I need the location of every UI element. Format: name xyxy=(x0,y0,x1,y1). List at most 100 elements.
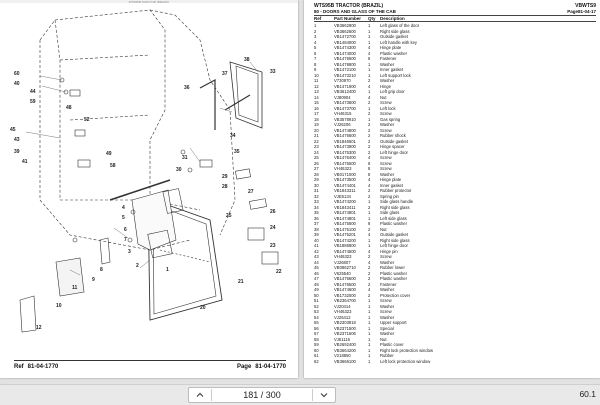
cell-qty: 4 xyxy=(368,232,371,237)
cell-description: Left hinge door xyxy=(380,243,408,248)
cell-part-number: VB3664200 xyxy=(334,347,356,353)
cell-part-number: VB3612400 xyxy=(334,89,356,94)
cell-description: Screw xyxy=(380,298,392,303)
cell-part-number: VH46323 xyxy=(334,166,352,171)
cell-description: Hinge spacer xyxy=(380,144,405,149)
cell-qty: 1 xyxy=(368,298,371,303)
cell-description: Outside gasket xyxy=(380,232,408,237)
cell-ref: 29 xyxy=(314,177,319,182)
cell-ref: 15 xyxy=(314,100,319,105)
callout-label: 8 xyxy=(100,267,103,273)
cell-ref: 9 xyxy=(314,67,317,72)
cell-description: Washer xyxy=(380,61,395,67)
cell-description: Rubber protector xyxy=(380,188,412,193)
cell-description: Washer xyxy=(380,122,395,127)
cell-ref: 32 xyxy=(314,193,319,199)
ref-label: Ref xyxy=(14,364,24,370)
cell-qty: 1 xyxy=(368,342,371,347)
cell-qty: 2 xyxy=(368,138,371,144)
cell-description: Left support lock xyxy=(380,72,411,78)
cell-description: Nut xyxy=(380,336,387,342)
cell-description: Plastic washer xyxy=(380,276,407,281)
cell-ref: 53 xyxy=(314,309,319,314)
col-part-number: Part Number xyxy=(334,16,362,21)
cell-description: Protection cover xyxy=(380,292,411,298)
cell-qty: 1 xyxy=(368,28,371,34)
cell-ref: 60 xyxy=(314,347,319,353)
cell-qty: 4 xyxy=(368,182,371,188)
zoom-level[interactable]: 60.1 xyxy=(579,389,596,399)
cell-description: Hinge plate xyxy=(380,177,402,182)
cell-qty: 1 xyxy=(368,243,371,248)
cell-description: Gas spring xyxy=(380,116,401,122)
cell-description: Plastic cover xyxy=(380,342,404,347)
cell-part-number: VB0171000 xyxy=(334,171,356,177)
callout-label: 29 xyxy=(222,174,228,180)
cell-ref: 34 xyxy=(314,204,319,210)
cell-description: Right side glass xyxy=(380,237,410,243)
cell-qty: 2 xyxy=(368,276,371,281)
callout-label: 60 xyxy=(14,71,20,77)
callout-label: 28 xyxy=(222,184,228,190)
cell-qty: 2 xyxy=(368,281,371,287)
cell-description: Outside gasket xyxy=(380,138,408,144)
cell-qty: 1 xyxy=(368,105,371,111)
cell-qty: 1 xyxy=(368,320,371,325)
cell-ref: 28 xyxy=(314,171,319,177)
cell-qty: 2 xyxy=(368,127,371,133)
cell-description: Rubber shock xyxy=(380,133,406,138)
cell-qty: 1 xyxy=(368,34,371,39)
cell-ref: 17 xyxy=(314,111,319,116)
callout-label: 58 xyxy=(110,163,116,169)
callout-label: 43 xyxy=(14,137,20,143)
cell-qty: 1 xyxy=(368,23,371,28)
cell-ref: 33 xyxy=(314,199,319,204)
prev-page-button[interactable] xyxy=(189,388,211,402)
cell-part-number: VB1471900 xyxy=(334,83,356,89)
callout-label: 33 xyxy=(270,69,276,75)
section-page: Page81-04-17 xyxy=(567,9,596,14)
cell-part-number: VB1476500 xyxy=(334,281,356,287)
callout-label: 11 xyxy=(72,285,78,291)
cell-ref: 19 xyxy=(314,122,319,127)
cell-ref: 52 xyxy=(314,303,319,309)
cell-description: Left side glass xyxy=(380,215,407,221)
cell-qty: 2 xyxy=(368,100,371,105)
cell-description: Special xyxy=(380,325,394,331)
cell-description: Screw xyxy=(380,166,392,171)
page-navigator: 181 / 300 xyxy=(188,387,336,403)
cell-part-number: VB1473210 xyxy=(334,72,356,78)
callout-label: 3 xyxy=(128,249,131,255)
cell-part-number: VJ26412 xyxy=(334,314,351,320)
callout-label: 44 xyxy=(30,89,36,95)
cell-description: Rubber xyxy=(380,353,394,358)
cell-qty: 1 xyxy=(368,72,371,78)
cell-ref: 44 xyxy=(314,259,319,265)
cell-ref: 12 xyxy=(314,83,319,89)
cell-part-number: VB2371606 xyxy=(334,331,356,336)
cell-description: Fastener xyxy=(380,281,397,287)
cell-qty: 1 xyxy=(368,67,371,72)
page-indicator[interactable]: 181 / 300 xyxy=(243,390,281,400)
ref-value: 81-04-1770 xyxy=(27,364,59,370)
cell-description: Hinge xyxy=(380,83,391,89)
cell-description: Screw xyxy=(380,100,392,105)
next-page-button[interactable] xyxy=(313,388,335,402)
callout-label: 48 xyxy=(66,105,72,111)
cell-ref: 18 xyxy=(314,116,319,122)
